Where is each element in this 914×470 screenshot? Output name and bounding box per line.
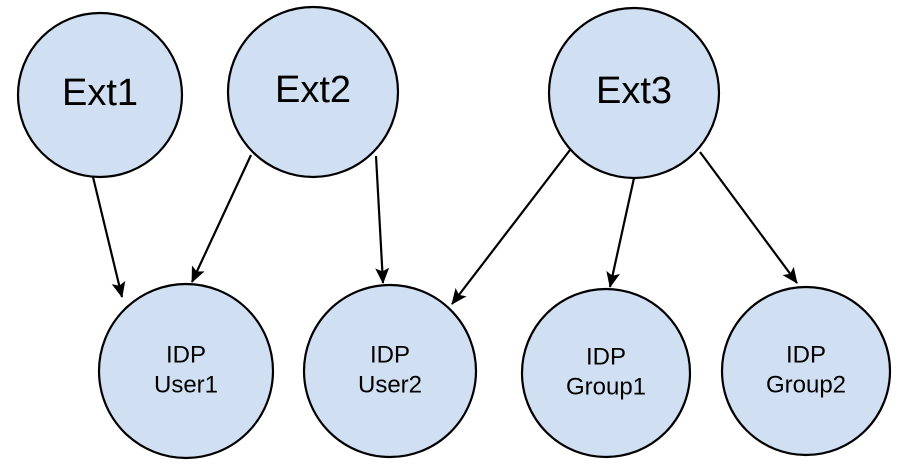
node-shape-idp-user2[interactable] xyxy=(302,283,478,459)
node-shape-ext2[interactable] xyxy=(226,5,400,179)
node-idp-group2[interactable]: IDP Group2 xyxy=(720,285,892,457)
node-label-idp-group1: IDP xyxy=(586,343,626,370)
node-label-idp-group2: Group2 xyxy=(766,371,846,398)
node-idp-group1[interactable]: IDP Group1 xyxy=(520,287,692,459)
node-shape-idp-group1[interactable] xyxy=(520,287,692,459)
node-label-ext2: Ext2 xyxy=(275,69,351,111)
node-ext1[interactable]: Ext1 xyxy=(16,11,184,179)
node-label-idp-user2: User2 xyxy=(358,371,422,398)
node-shape-ext1[interactable] xyxy=(16,11,184,179)
node-label-idp-user1: User1 xyxy=(154,371,218,398)
node-idp-user1[interactable]: IDP User1 xyxy=(97,282,275,460)
node-label-idp-user1: IDP xyxy=(166,341,206,368)
edge-ext3-to-idp-group2 xyxy=(699,151,798,284)
node-shape-idp-group2[interactable] xyxy=(720,285,892,457)
node-shape-ext3[interactable] xyxy=(547,6,721,180)
node-idp-user2[interactable]: IDP User2 xyxy=(302,283,478,459)
node-shape-idp-user1[interactable] xyxy=(97,282,275,460)
node-ext2[interactable]: Ext2 xyxy=(226,5,400,179)
edge-ext3-to-idp-user2 xyxy=(451,149,571,305)
edge-ext2-to-idp-user1 xyxy=(191,154,252,283)
node-label-ext3: Ext3 xyxy=(596,70,672,112)
edge-ext3-to-idp-group1 xyxy=(606,177,636,288)
edge-ext2-to-idp-user2 xyxy=(374,155,390,284)
node-label-idp-group2: IDP xyxy=(786,341,826,368)
node-label-idp-group1: Group1 xyxy=(566,373,646,400)
edge-ext1-to-idp-user1 xyxy=(91,176,126,298)
node-ext3[interactable]: Ext3 xyxy=(547,6,721,180)
node-label-idp-user2: IDP xyxy=(370,341,410,368)
edges-layer xyxy=(91,149,798,305)
node-label-ext1: Ext1 xyxy=(62,72,138,114)
